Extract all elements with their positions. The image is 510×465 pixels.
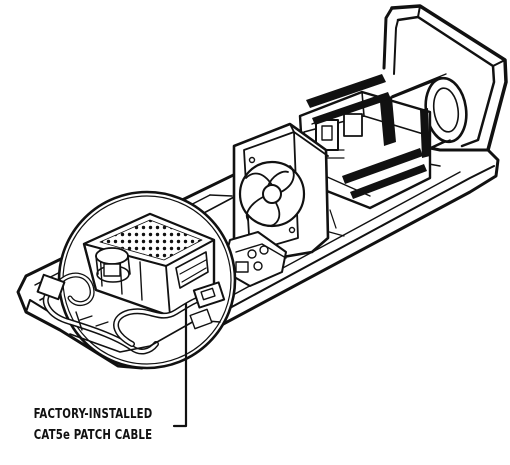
cooling-fan <box>232 122 330 264</box>
cat5e-patch-cable <box>36 272 226 355</box>
callout-leader-line <box>172 302 188 428</box>
callout-line-2: CAT5e PATCH CABLE <box>33 427 153 443</box>
ethernet-board <box>82 212 216 318</box>
callout-line-1: FACTORY-INSTALLED <box>33 406 153 422</box>
housing-floor-detail <box>69 308 221 353</box>
cable-callout-label: FACTORY-INSTALLED CAT5e PATCH CABLE <box>15 404 171 446</box>
